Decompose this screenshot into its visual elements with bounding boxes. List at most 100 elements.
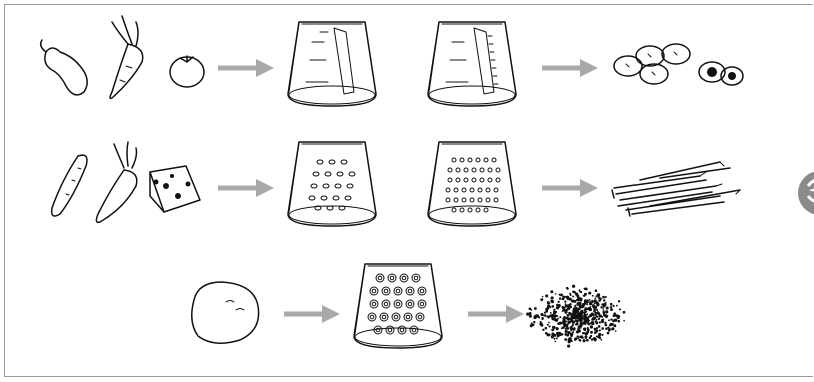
crumb-dot: [547, 301, 550, 304]
crumb-dot: [559, 297, 561, 299]
crumb-dot: [566, 296, 569, 299]
crumb-dot: [553, 314, 556, 317]
crumb-dot: [553, 309, 555, 311]
crumb-dot: [574, 312, 577, 315]
crumb-dot: [534, 315, 537, 318]
crumb-dot: [541, 318, 543, 320]
crumb-dot: [588, 292, 591, 295]
crumb-dot: [555, 341, 557, 343]
fine-grating-drum: [428, 142, 516, 226]
crumb-dot: [605, 310, 608, 313]
crumb-dot: [564, 310, 567, 313]
crumb-dot: [582, 317, 584, 319]
crumb-dot: [585, 287, 588, 290]
crumb-dot: [599, 321, 601, 323]
grater-hole: [394, 315, 398, 319]
numbered-badge-partial: [798, 171, 814, 215]
tomato-icon: [170, 56, 204, 87]
crumb-dot: [549, 325, 551, 327]
grater-hole: [406, 300, 414, 308]
grater-hole: [372, 302, 376, 306]
crumb-dot: [564, 300, 566, 302]
crumb-dot: [548, 333, 551, 336]
crumb-dot: [559, 316, 561, 318]
crumb-dot: [574, 291, 576, 293]
crumb-dot: [603, 314, 605, 316]
crumb-dot: [617, 316, 620, 319]
grater-hole: [394, 287, 402, 295]
crumb-dot: [555, 293, 557, 295]
crumb-dot: [569, 318, 572, 321]
grater-hole: [412, 274, 420, 282]
grater-hole: [420, 302, 424, 306]
arrow-icon: [218, 179, 274, 197]
crumb-dot: [550, 314, 552, 316]
crumb-dot: [583, 315, 585, 317]
grater-hole: [388, 274, 396, 282]
crumb-dot: [590, 326, 593, 329]
carrot-icon: [110, 16, 143, 98]
crumb-dot: [555, 311, 557, 313]
crumb-dot: [605, 316, 608, 319]
crumb-dot: [568, 307, 571, 310]
crumb-dot: [594, 313, 597, 316]
crumb-dot: [570, 333, 573, 336]
crumb-dot: [582, 337, 584, 339]
row-1: [41, 16, 743, 106]
crumb-dot: [576, 315, 578, 317]
crumb-dot: [571, 325, 573, 327]
crumb-dot: [585, 333, 587, 335]
arrow-icon: [468, 305, 524, 323]
crumb-dot: [572, 285, 575, 288]
grater-hole: [370, 287, 378, 295]
grater-hole: [418, 300, 426, 308]
crumb-dot: [596, 336, 598, 338]
crumb-dot: [591, 313, 594, 316]
coarse-grating-drum: [288, 142, 376, 226]
crumb-dot: [602, 296, 605, 299]
crumb-dot: [551, 300, 554, 303]
grater-hole: [374, 326, 382, 334]
crumb-dot: [592, 295, 594, 297]
arrow-icon: [218, 59, 274, 77]
crumb-dot: [546, 315, 548, 317]
crumb-dot: [560, 293, 563, 296]
crumb-dot: [578, 289, 580, 291]
crumb-dot: [594, 329, 596, 331]
crumb-dot: [541, 298, 543, 300]
crumb-dot: [556, 327, 559, 330]
crumb-dot: [531, 322, 533, 324]
crumb-dot: [600, 306, 602, 308]
crumb-dot: [575, 323, 577, 325]
grater-hole: [400, 274, 408, 282]
crumb-dot: [610, 319, 612, 321]
grater-hole: [384, 302, 388, 306]
crumb-dot: [572, 295, 574, 297]
crumb-dot: [561, 333, 563, 335]
crumb-dot: [575, 338, 578, 341]
crumb-dot: [623, 320, 625, 322]
crumb-dot: [613, 314, 616, 317]
slices-icon: [614, 44, 743, 85]
crumb-dot: [580, 320, 583, 323]
crumb-dot: [542, 296, 544, 298]
crumb-dot: [556, 337, 558, 339]
grinding-drum: [354, 264, 442, 348]
crumb-dot: [596, 319, 598, 321]
crumb-dot: [545, 310, 548, 313]
grater-hole: [414, 276, 418, 280]
crumb-dot: [585, 311, 587, 313]
crumb-dot: [594, 303, 596, 305]
crumb-dot: [603, 299, 605, 301]
crumb-dot: [590, 331, 593, 334]
crumb-dot: [567, 345, 570, 348]
grater-hole: [406, 287, 414, 295]
crumb-dot: [584, 300, 587, 303]
crumb-dot: [577, 328, 580, 331]
crumb-dot: [589, 299, 591, 301]
crumb-dot: [618, 300, 620, 302]
crumb-dot: [583, 339, 586, 342]
crumb-dot: [616, 305, 618, 307]
crumb-dot: [584, 330, 586, 332]
cucumber-icon: [52, 155, 87, 216]
